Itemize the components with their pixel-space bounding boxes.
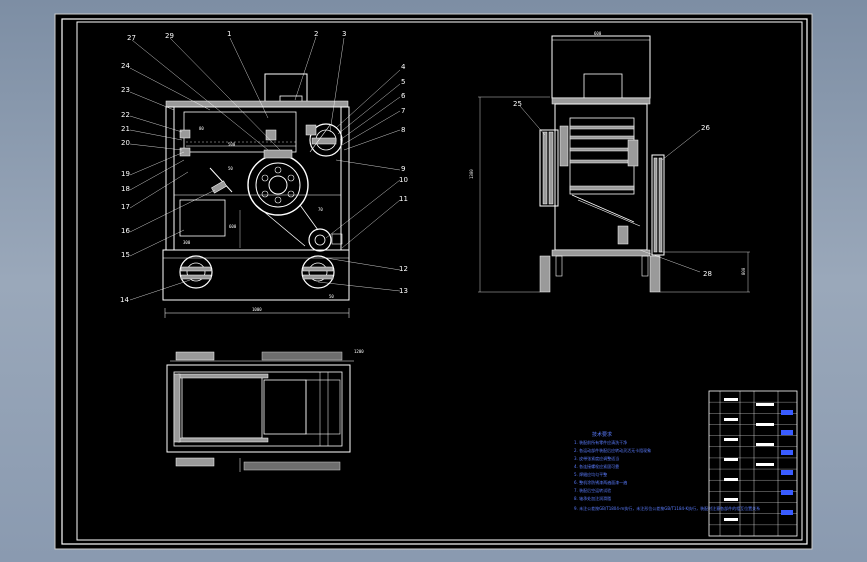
side-left-pulley: [539, 129, 559, 207]
part-label-12: 12: [399, 265, 408, 273]
part-label-21: 21: [121, 125, 130, 133]
notes-heading: 技术要求: [592, 431, 612, 438]
dim-side-right: 800: [741, 267, 746, 275]
title-block-frame: [708, 390, 798, 537]
part-label-18: 18: [121, 185, 130, 193]
dim-plan-len: 1200: [354, 349, 364, 354]
drawing-sheet: [54, 13, 813, 550]
part-label-23: 23: [121, 86, 130, 94]
dim-front-left-height: 600: [229, 224, 237, 229]
front-view-labels: 1 2 3 4 5 6 7 8 9 10 11 12 13 14 15 16 1…: [120, 30, 408, 304]
top-plate: [165, 100, 349, 108]
part-label-16: 16: [121, 227, 130, 235]
part-label-26: 26: [701, 124, 710, 132]
front-left-wheel: [179, 255, 213, 289]
part-label-3: 3: [342, 30, 346, 38]
part-label-17: 17: [121, 203, 130, 211]
part-label-28: 28: [703, 270, 712, 278]
part-label-25: 25: [513, 100, 522, 108]
part-label-5: 5: [401, 78, 405, 86]
motor-box: [179, 199, 226, 237]
plan-view: 1200: [166, 349, 364, 472]
note-line-1: 1. 装配前所有零件应清洗干净: [574, 439, 627, 445]
part-label-6: 6: [401, 92, 406, 100]
title-block: [708, 390, 798, 537]
part-label-15: 15: [121, 251, 130, 259]
dim-front-small: 70: [318, 207, 323, 212]
part-label-29: 29: [165, 32, 174, 40]
part-label-2: 2: [314, 30, 318, 38]
dim-front-shaft: 500: [228, 142, 236, 147]
part-label-19: 19: [121, 170, 130, 178]
note-line-3: 3. 皮带张紧度应调整适当: [574, 455, 619, 461]
dim-front-short: 50: [329, 294, 334, 299]
side-right-pulley: [651, 154, 665, 256]
dim-front-mid-height: 300: [183, 240, 191, 245]
part-label-4: 4: [401, 63, 406, 71]
part-label-11: 11: [399, 195, 408, 203]
note-line-2: 2. 各运动部件装配后应转动灵活无卡阻现象: [574, 447, 651, 453]
note-line-6: 6. 整机涂防锈漆两遍面漆一遍: [574, 479, 627, 485]
upper-pulley: [309, 123, 343, 157]
note-line-8: 8. 轴承处加注润滑脂: [574, 495, 611, 501]
base-frame: [162, 249, 350, 301]
dim-front-width: 1000: [252, 307, 262, 312]
motor-pulley: [308, 228, 332, 252]
front-view: 1000 80 500 600 300 70 50 50: [162, 73, 350, 318]
note-line-9: 9. 未注公差按GB/T1804-m执行，未注形位公差按GB/T1184-K执行…: [574, 505, 760, 511]
part-label-24: 24: [121, 62, 130, 70]
part-label-20: 20: [121, 139, 130, 147]
part-label-7: 7: [401, 107, 405, 115]
dim-front-upper: 80: [199, 126, 204, 131]
plan-frame: [166, 364, 351, 453]
front-right-wheel: [301, 255, 335, 289]
note-line-4: 4. 各连接螺栓应紧固可靠: [574, 463, 619, 469]
part-label-10: 10: [399, 176, 408, 184]
technical-notes: 技术要求 1. 装配前所有零件应清洗干净 2. 各运动部件装配后应转动灵活无卡阻…: [574, 431, 760, 511]
part-label-8: 8: [401, 126, 405, 134]
dim-side-height: 1300: [469, 169, 474, 179]
dim-front-small2: 50: [228, 166, 233, 171]
drawing-inner-border: [76, 21, 803, 541]
part-label-22: 22: [121, 111, 130, 119]
part-label-13: 13: [399, 287, 408, 295]
side-view: 600 1300 800: [469, 31, 750, 293]
part-label-9: 9: [401, 165, 405, 173]
note-line-5: 5. 焊缝应均匀平整: [574, 471, 607, 477]
dim-side-top-width: 600: [594, 31, 602, 36]
part-label-27: 27: [127, 34, 136, 42]
part-label-14: 14: [120, 296, 129, 304]
note-line-7: 7. 装配后空运转试验: [574, 487, 611, 493]
drawing-outer-border: [61, 18, 808, 545]
part-label-1: 1: [227, 30, 231, 38]
